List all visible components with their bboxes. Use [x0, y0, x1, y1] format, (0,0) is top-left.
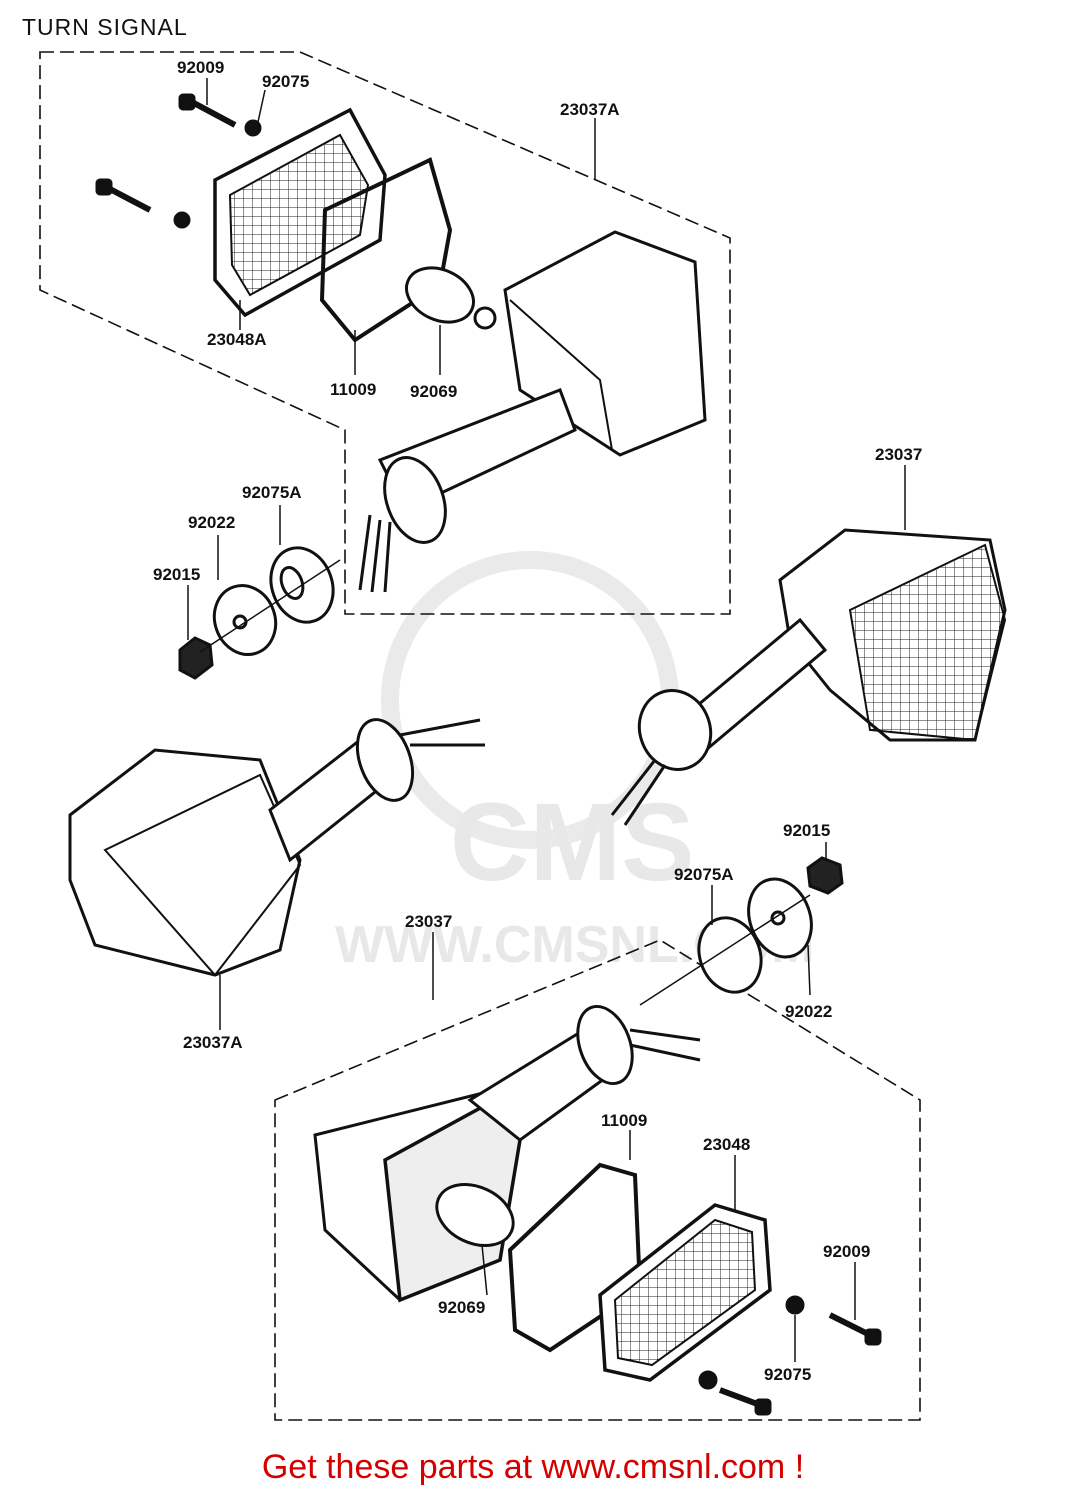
diagram-title: TURN SIGNAL	[22, 14, 188, 40]
watermark-logo: CMS	[450, 781, 694, 904]
lower-mount-hardware	[639, 856, 844, 1006]
part-label: 92075A	[242, 483, 302, 502]
lower-turn-signal-housing	[313, 1004, 701, 1303]
part-label: 23048	[703, 1135, 750, 1154]
part-label: 92022	[188, 513, 235, 532]
lower-screws-92009	[698, 1295, 882, 1416]
part-label: 92069	[438, 1298, 485, 1317]
part-label: 92075A	[674, 865, 734, 884]
part-label: 11009	[601, 1111, 647, 1130]
part-label: 23048A	[207, 330, 267, 349]
leader-lines	[187, 78, 906, 1362]
part-label: 23037A	[183, 1033, 243, 1052]
part-label: 92009	[823, 1242, 870, 1261]
part-label: 92015	[783, 821, 830, 840]
footer-link[interactable]: Get these parts at www.cmsnl.com !	[261, 1448, 805, 1486]
part-label: 92022	[785, 1002, 832, 1021]
lower-lens-23048	[598, 1203, 772, 1382]
part-label: 92069	[410, 382, 457, 401]
part-label: 23037	[875, 445, 922, 464]
part-label: 92015	[153, 565, 200, 584]
part-label: 11009	[330, 380, 376, 399]
group-outline-top	[39, 51, 731, 615]
part-label: 23037A	[560, 100, 620, 119]
part-label: 92009	[177, 58, 224, 77]
left-turn-signal-23037a	[68, 718, 485, 977]
part-labels: 92009 92075 23037A 23048A 11009 92069 92…	[153, 58, 922, 1384]
upper-lens-23048a	[213, 107, 387, 318]
upper-screws-92009	[95, 93, 262, 229]
upper-bulb-92069	[405, 266, 497, 330]
part-label: 23037	[405, 912, 452, 931]
right-turn-signal-23037	[610, 528, 1007, 826]
part-label: 92075	[764, 1365, 811, 1384]
group-outline-bottom	[274, 939, 921, 1421]
part-label: 92075	[262, 72, 309, 91]
upper-mount-hardware	[178, 546, 341, 680]
upper-turn-signal-housing	[358, 230, 707, 593]
lower-bulb-92069	[435, 1183, 515, 1247]
